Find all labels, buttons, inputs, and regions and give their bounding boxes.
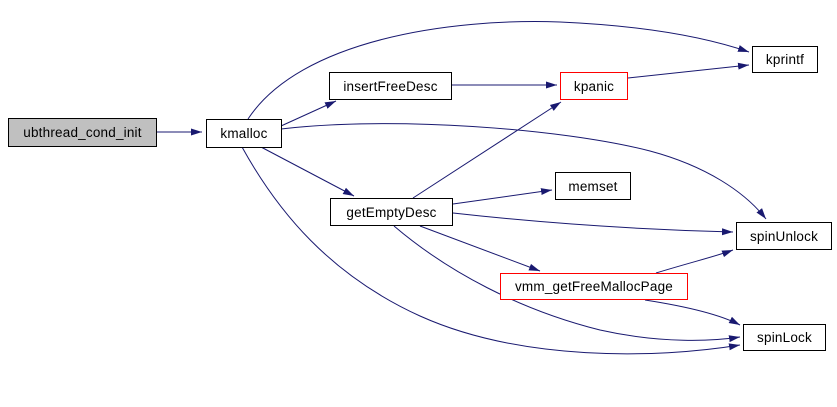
graph-node-getEmptyDesc[interactable]: getEmptyDesc [330, 198, 453, 226]
graph-node-label: kprintf [765, 52, 805, 67]
graph-node-kpanic[interactable]: kpanic [560, 72, 628, 100]
edge-kmalloc-to-spinLock [241, 146, 741, 355]
graph-node-ubthread_cond_init[interactable]: ubthread_cond_init [8, 118, 157, 147]
graph-node-insertFreeDesc[interactable]: insertFreeDesc [329, 72, 452, 100]
edge-vmm_getFreeMallocPage-to-spinUnlock [655, 249, 734, 274]
graph-node-label: spinLock [757, 330, 812, 345]
graph-node-spinUnlock[interactable]: spinUnlock [736, 222, 832, 250]
graph-node-label: insertFreeDesc [343, 78, 438, 94]
graph-node-vmm_getFreeMallocPage[interactable]: vmm_getFreeMallocPage [500, 273, 688, 300]
edge-getEmptyDesc-to-spinUnlock [452, 212, 734, 236]
graph-node-memset[interactable]: memset [555, 172, 631, 200]
edge-getEmptyDesc-to-memset [452, 188, 553, 205]
edge-getEmptyDesc-to-vmm_getFreeMallocPage [419, 225, 541, 272]
edge-kpanic-to-kprintf [627, 62, 750, 79]
graph-node-label: memset [568, 178, 618, 194]
graph-node-kmalloc[interactable]: kmalloc [206, 119, 282, 148]
graph-node-label: kmalloc [220, 126, 268, 141]
edge-getEmptyDesc-to-kpanic [412, 101, 562, 199]
edge-kmalloc-to-kprintf [247, 21, 750, 120]
graph-node-label: ubthread_cond_init [23, 125, 142, 140]
graph-node-label: vmm_getFreeMallocPage [514, 279, 673, 294]
edge-kmalloc-to-insertFreeDesc [280, 100, 337, 127]
graph-node-label: kpanic [573, 78, 615, 94]
edge-kmalloc-to-spinUnlock [280, 123, 767, 220]
graph-node-label: spinUnlock [749, 228, 819, 244]
edge-kmalloc-to-getEmptyDesc [260, 146, 355, 197]
graph-node-label: getEmptyDesc [346, 204, 437, 220]
graph-node-kprintf[interactable]: kprintf [752, 46, 818, 73]
edge-vmm_getFreeMallocPage-to-spinLock [644, 299, 741, 326]
edge-getEmptyDesc-to-spinLock [393, 225, 741, 343]
graph-node-spinLock[interactable]: spinLock [743, 324, 826, 351]
